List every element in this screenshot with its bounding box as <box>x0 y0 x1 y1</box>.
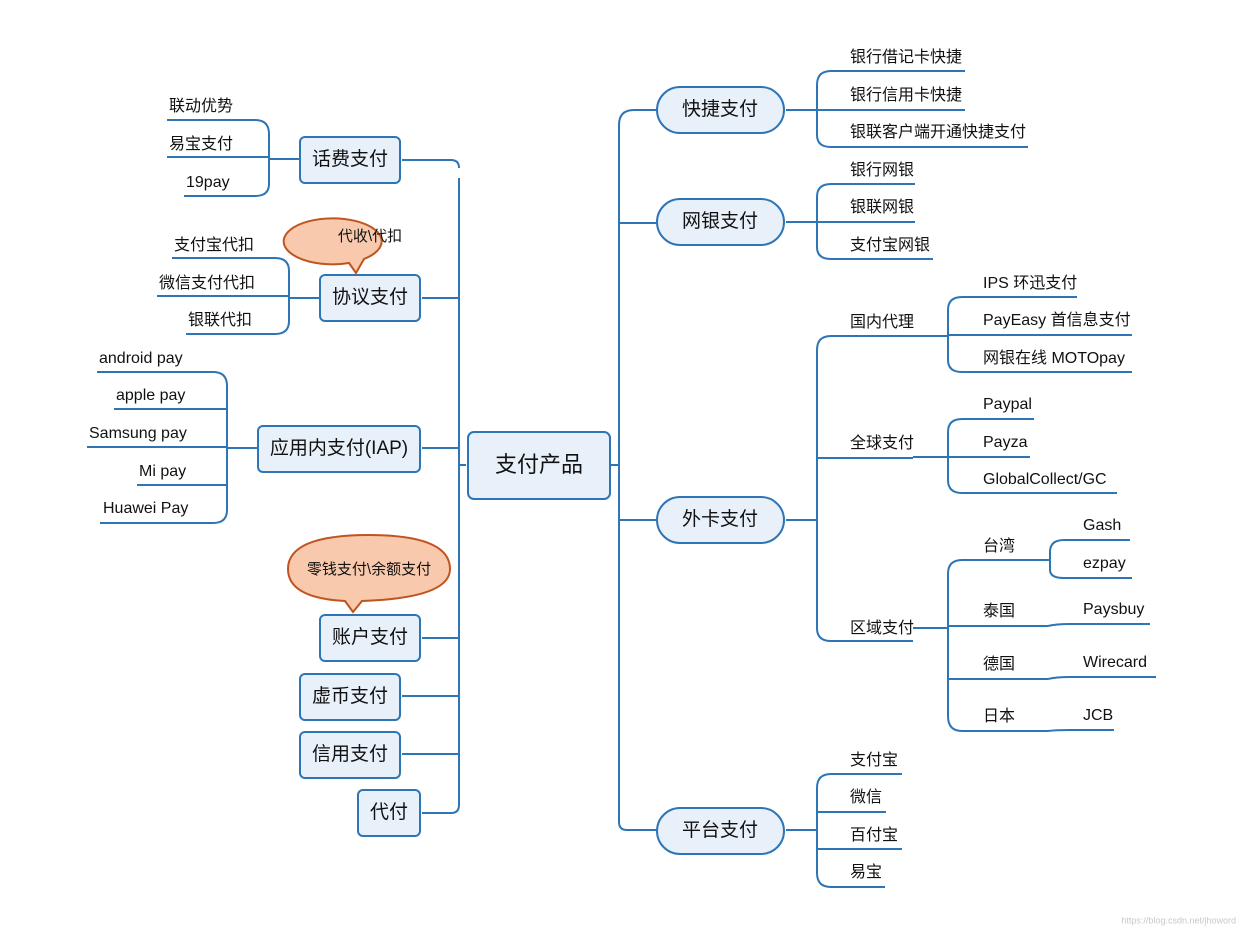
node-payout-label: 代付 <box>370 801 408 823</box>
node-virtual-currency-payment[interactable] <box>299 673 401 721</box>
node-foreign-card-payment-label: 外卡支付 <box>682 508 758 530</box>
node-credit-payment[interactable] <box>299 731 401 779</box>
callout-account <box>286 533 452 614</box>
node-agreement-payment-label: 协议支付 <box>332 286 408 308</box>
leaf-platform-alipay: 支付宝 <box>850 751 898 769</box>
group-domestic-agent: 国内代理 <box>850 313 914 331</box>
leaf-samsung-pay: Samsung pay <box>89 425 187 442</box>
region-germany: 德国 <box>983 655 1015 673</box>
leaf-globalcollect: GlobalCollect/GC <box>983 471 1107 488</box>
node-account-payment[interactable] <box>319 614 421 662</box>
node-virtual-currency-payment-label: 虚币支付 <box>312 685 388 707</box>
leaf-bank-ebank: 银行网银 <box>850 161 914 179</box>
leaf-gash: Gash <box>1083 517 1121 534</box>
node-platform-payment-label: 平台支付 <box>682 819 758 841</box>
leaf-credit-quick: 银行信用卡快捷 <box>850 86 962 104</box>
leaf-liandong: 联动优势 <box>169 97 233 115</box>
leaf-yeepay: 易宝支付 <box>169 135 233 153</box>
leaf-unionpay-client-quick: 银联客户端开通快捷支付 <box>850 123 1026 141</box>
leaf-19pay: 19pay <box>186 174 230 191</box>
node-quick-payment-label: 快捷支付 <box>682 98 758 120</box>
node-account-payment-label: 账户支付 <box>332 626 408 648</box>
node-phone-bill-payment[interactable] <box>299 136 401 184</box>
callout-agreement <box>282 217 383 275</box>
leaf-alipay-withhold: 支付宝代扣 <box>174 236 254 254</box>
node-payout[interactable] <box>357 789 421 837</box>
leaf-mi-pay: Mi pay <box>139 463 186 480</box>
leaf-wirecard: Wirecard <box>1083 654 1147 671</box>
connector-lines <box>87 70 1156 888</box>
leaf-ezpay: ezpay <box>1083 555 1126 572</box>
node-online-banking-payment[interactable] <box>656 198 785 246</box>
node-in-app-payment-label: 应用内支付(IAP) <box>270 437 408 459</box>
group-global-payment: 全球支付 <box>850 434 914 452</box>
node-credit-payment-label: 信用支付 <box>312 743 388 765</box>
leaf-alipay-ebank: 支付宝网银 <box>850 236 930 254</box>
region-taiwan: 台湾 <box>983 537 1015 555</box>
node-foreign-card-payment[interactable] <box>656 496 785 544</box>
leaf-paypal: Paypal <box>983 396 1032 413</box>
node-online-banking-payment-label: 网银支付 <box>682 210 758 232</box>
node-agreement-payment[interactable] <box>319 274 421 322</box>
callout-account-label: 零钱支付\余额支付 <box>307 560 431 578</box>
leaf-android-pay: android pay <box>99 350 183 367</box>
leaf-platform-yeepay: 易宝 <box>850 863 882 881</box>
node-platform-payment[interactable] <box>656 807 785 855</box>
region-japan: 日本 <box>983 707 1015 725</box>
node-quick-payment[interactable] <box>656 86 785 134</box>
leaf-wechat-withhold: 微信支付代扣 <box>159 274 255 292</box>
region-thailand: 泰国 <box>983 602 1015 620</box>
mindmap-nodes: 支付产品 话费支付 协议支付 应用内支付(IAP) 账户支付 虚币支付 信用支付… <box>89 48 1236 925</box>
leaf-platform-wechat: 微信 <box>850 788 882 806</box>
leaf-motopay: 网银在线 MOTOpay <box>983 349 1125 367</box>
leaf-debit-quick: 银行借记卡快捷 <box>850 48 962 66</box>
leaf-unionpay-ebank: 银联网银 <box>850 198 914 216</box>
node-phone-bill-payment-label: 话费支付 <box>312 148 388 170</box>
root-node[interactable] <box>467 431 611 500</box>
leaf-jcb: JCB <box>1083 707 1113 724</box>
leaf-ips: IPS 环迅支付 <box>983 274 1077 292</box>
node-in-app-payment[interactable] <box>257 425 421 473</box>
watermark-text: https://blog.csdn.net/jhoword <box>1121 915 1236 925</box>
group-regional-payment: 区域支付 <box>850 619 914 637</box>
leaf-paysbuy: Paysbuy <box>1083 601 1144 618</box>
leaf-payeasy: PayEasy 首信息支付 <box>983 311 1131 329</box>
leaf-apple-pay: apple pay <box>116 387 185 404</box>
leaf-platform-baifubao: 百付宝 <box>850 826 898 844</box>
leaf-payza: Payza <box>983 434 1028 451</box>
leaf-unionpay-withhold: 银联代扣 <box>188 311 252 329</box>
leaf-huawei-pay: Huawei Pay <box>103 500 188 517</box>
callout-agreement-label: 代收\代扣 <box>338 228 402 245</box>
root-node-label: 支付产品 <box>495 452 583 477</box>
